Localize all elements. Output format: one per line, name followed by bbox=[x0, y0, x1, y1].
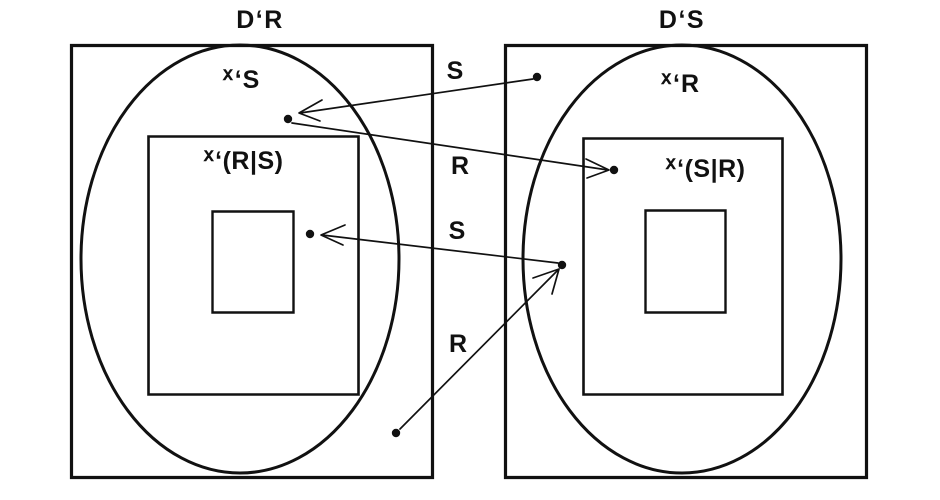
right-outer-frame bbox=[503, 43, 869, 480]
arrow-r-bottom-shaft bbox=[399, 269, 559, 430]
left-oval-label: ᕁ‘S bbox=[222, 66, 261, 94]
right-oval-label-arg: ‘R bbox=[673, 70, 700, 98]
left-middle-box bbox=[147, 135, 360, 396]
arrow-r-bottom bbox=[399, 268, 560, 430]
left-inner-box bbox=[211, 210, 295, 314]
left-oval-label-arg: ‘S bbox=[235, 66, 261, 94]
left-frame-label: D‘R bbox=[236, 6, 284, 34]
right-middle-box bbox=[582, 137, 784, 396]
arrow-s-bottom bbox=[320, 224, 559, 264]
right-frame-label: D‘S bbox=[659, 6, 705, 34]
arrow-layer: S R S R bbox=[291, 57, 610, 430]
right-box-label-operator: ᕁ bbox=[665, 155, 678, 183]
right-oval-label-operator: ᕁ bbox=[660, 70, 673, 98]
edge-label-r-top: R bbox=[451, 152, 469, 180]
point-left-outer bbox=[283, 114, 293, 124]
arrow-s-bottom-shaft bbox=[321, 234, 559, 264]
left-outer-frame bbox=[69, 43, 435, 480]
right-box-label: ᕁ‘(S|R) bbox=[665, 155, 746, 183]
left-box-label-operator: ᕁ bbox=[203, 147, 216, 175]
arrow-s-top-shaft bbox=[299, 78, 534, 114]
left-box-label: ᕁ‘(R|S) bbox=[203, 147, 284, 175]
point-right-edge bbox=[557, 260, 567, 270]
right-box-label-arg: ‘(S|R) bbox=[677, 155, 745, 183]
arrow-s-bottom-head bbox=[320, 224, 346, 246]
arrow-r-top-head bbox=[585, 158, 610, 179]
right-oval-label: ᕁ‘R bbox=[660, 70, 700, 98]
right-oval bbox=[521, 43, 843, 475]
point-left-middle bbox=[305, 229, 315, 239]
left-oval bbox=[79, 43, 401, 475]
right-inner-box bbox=[644, 209, 727, 314]
point-left-corner bbox=[391, 428, 401, 438]
point-right-middle bbox=[609, 165, 619, 175]
arrow-s-top bbox=[298, 78, 534, 122]
point-right-outer bbox=[532, 72, 542, 82]
edge-label-s-top: S bbox=[447, 57, 464, 85]
edge-label-s-bottom: S bbox=[449, 217, 466, 245]
arrow-s-top-head bbox=[298, 99, 323, 122]
panel-right: D‘S ᕁ‘R ᕁ‘(S|R) bbox=[503, 6, 869, 480]
left-box-label-arg: ‘(R|S) bbox=[215, 147, 283, 175]
arrow-r-top bbox=[291, 122, 610, 179]
edge-label-r-bottom: R bbox=[449, 330, 467, 358]
left-oval-label-operator: ᕁ bbox=[222, 66, 235, 94]
panel-left: D‘R ᕁ‘S ᕁ‘(R|S) bbox=[69, 6, 435, 480]
arrow-r-top-shaft bbox=[291, 122, 609, 171]
arrow-r-bottom-head bbox=[532, 268, 560, 295]
